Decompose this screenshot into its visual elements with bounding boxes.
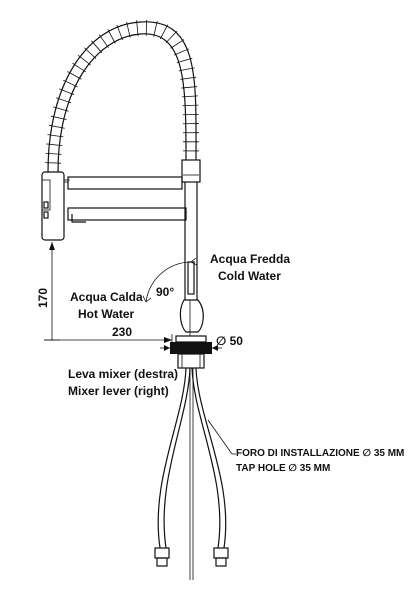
coil-ring: [50, 115, 67, 121]
height-dimension-value: 170: [36, 288, 50, 308]
cold-water-label-en: Cold Water: [218, 269, 281, 283]
dimension-diameter: [160, 345, 222, 351]
angle-label: 90°: [156, 285, 174, 299]
coil-ring: [55, 97, 72, 104]
supply-hoses: [154, 367, 229, 580]
spring-coil: [44, 19, 200, 173]
rotation-angle-arc: [142, 257, 198, 303]
coil-ring: [48, 124, 65, 129]
diameter-dimension-value: ∅ 50: [216, 334, 243, 348]
horizontal-arm: [64, 176, 187, 223]
coil-ring: [45, 152, 62, 155]
mixer-lever-label-it: Leva mixer (destra): [68, 367, 178, 381]
coil-ring: [170, 39, 185, 49]
coil-ring: [182, 104, 199, 107]
coil-ring: [181, 95, 199, 98]
coil-ring: [72, 62, 87, 73]
coil-ring: [165, 30, 178, 44]
coil-ring: [176, 57, 193, 64]
coil-ring: [180, 76, 197, 80]
spray-head: [41, 171, 70, 241]
coil-ring: [59, 88, 75, 96]
mounting-base: [170, 335, 212, 369]
coil-ring: [126, 21, 131, 38]
coil-ring: [116, 24, 123, 41]
reach-dimension-value: 230: [112, 325, 132, 339]
coil-ring: [98, 34, 109, 48]
mixer-body: [179, 261, 204, 336]
coil-ring: [174, 48, 190, 56]
coil-ring: [145, 19, 148, 36]
coil-ring: [62, 79, 78, 88]
tap-hole-label-it: FORO DI INSTALLAZIONE ∅ 35 MM: [236, 448, 404, 459]
vertical-pipe: [181, 159, 201, 300]
coil-ring: [181, 86, 198, 89]
coil-ring: [91, 40, 103, 54]
mixer-lever-label-en: Mixer lever (right): [68, 384, 169, 398]
coil-ring: [47, 134, 64, 138]
coil-ring: [107, 29, 116, 44]
coil-ring: [45, 162, 62, 164]
coil-ring: [53, 106, 69, 112]
dimension-reach: [44, 334, 173, 346]
tap-hole-label-en: TAP HOLE ∅ 35 MM: [236, 463, 330, 474]
coil-ring: [77, 54, 91, 66]
coil-ring: [46, 143, 63, 146]
coil-ring: [84, 47, 97, 59]
hot-water-label-en: Hot Water: [78, 307, 135, 321]
coil-ring: [153, 20, 158, 37]
leader-lines: [207, 419, 236, 455]
coil-ring: [159, 24, 169, 40]
cold-water-label-it: Acqua Fredda: [210, 252, 290, 266]
coil-ring: [178, 67, 195, 72]
coil-ring: [67, 71, 82, 80]
hot-water-label-it: Acqua Calda: [70, 290, 143, 304]
coil-ring: [136, 20, 139, 37]
